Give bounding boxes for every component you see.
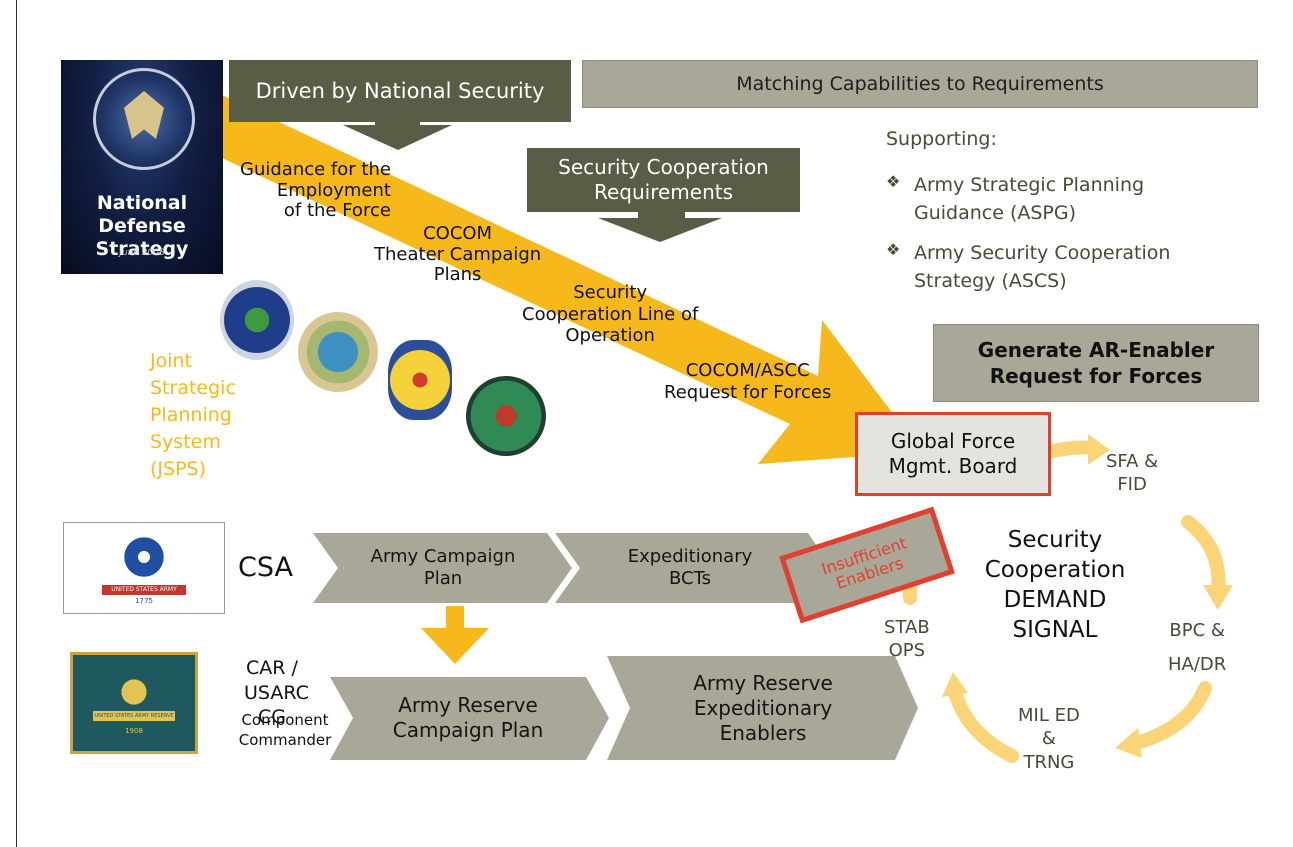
nds-cover-image: National Defense Strategy June 2008: [61, 60, 223, 274]
dod-seal-icon: [93, 68, 195, 170]
cycle-arrow-bpc-mil: [1133, 681, 1212, 749]
demand-signal-center: Security Cooperation DEMAND SIGNAL: [984, 527, 1126, 643]
reserve-year: 1908: [125, 727, 143, 735]
left-border: [16, 0, 17, 847]
ascs-text: Army Security Cooperation Strategy (ASCS…: [914, 242, 1171, 292]
cycle-arrow-sfa-bpc: [1181, 515, 1226, 597]
supporting-item: ❖ Army Security Cooperation Strategy (AS…: [886, 240, 1170, 295]
generate-ar-enabler-box: Generate AR-Enabler Request for Forces: [933, 324, 1259, 402]
cycle-head-mil: [1115, 728, 1142, 758]
diamond-bullet-icon: ❖: [886, 240, 901, 259]
expeditionary-bcts-text: Expeditionary BCTs: [627, 545, 753, 590]
supporting-item: ❖ Army Strategic Planning Guidance (ASPG…: [886, 172, 1144, 227]
reserve-banner: UNITED STATES ARMY RESERVE: [93, 711, 175, 721]
centcom-badge-icon: [466, 376, 546, 456]
secreq-down-arrow: [598, 212, 722, 242]
reserve-enablers-text: Army Reserve Expeditionary Enablers: [693, 670, 833, 745]
cycle-head-bpc: [1203, 585, 1233, 610]
matching-capabilities-box: Matching Capabilities to Requirements: [582, 60, 1258, 108]
army-campaign-chevron: [313, 533, 572, 603]
diamond-bullet-icon: ❖: [886, 172, 901, 191]
insufficient-enablers-text: Insufficient Enablers: [819, 532, 909, 593]
expeditionary-bcts-chevron: [555, 533, 832, 603]
cocom-tcp-label: COCOM Theater Campaign Plans: [374, 223, 542, 286]
army-seal-icon: [122, 533, 166, 581]
supporting-heading: Supporting:: [886, 128, 997, 150]
jsps-label: Joint Strategic Planning System (JSPS): [150, 350, 236, 480]
aspg-text: Army Strategic Planning Guidance (ASPG): [914, 174, 1145, 224]
main-flow-arrow: [190, 95, 922, 464]
eagle-icon: [124, 91, 164, 139]
car-usarc-label: CAR / USARC CG: [244, 657, 309, 729]
stab-ops-label: STAB OPS: [884, 617, 930, 662]
gef-label: Guidance for the Employment of the Force: [240, 159, 391, 222]
reserve-flag-icon: UNITED STATES ARMY RESERVE 1908: [70, 652, 198, 754]
jfcom-badge-icon: [298, 312, 378, 392]
army-year: 1775: [135, 597, 153, 605]
reserve-enablers-chevron: [607, 656, 918, 760]
cover-date: June 2008: [119, 248, 165, 258]
component-commander-label: Component Commander: [238, 711, 332, 750]
driven-down-arrow: [343, 104, 452, 150]
sfa-fid-label: SFA & FID: [1106, 451, 1159, 496]
cover-title: National Defense Strategy: [95, 192, 189, 260]
cycle-head-stab: [942, 672, 968, 697]
security-cooperation-requirements-box: Security Cooperation Requirements: [527, 148, 800, 212]
csa-label: CSA: [238, 552, 293, 583]
security-cooperation-line-label: Security Cooperation Line of Operation: [522, 282, 699, 347]
global-force-mgmt-board: Global Force Mgmt. Board: [855, 412, 1051, 496]
cycle-head-sfa: [1088, 434, 1110, 465]
cycle-arrow-gfmb-sfa: [1041, 440, 1099, 459]
army-campaign-plan-text: Army Campaign Plan: [370, 545, 516, 590]
campaign-down-arrow: [421, 606, 489, 664]
reserve-campaign-chevron: [330, 677, 609, 760]
southcom-badge-icon: [388, 340, 452, 420]
driven-by-national-security-box: Driven by National Security: [229, 60, 571, 122]
cycle-arrow-mil-stab: [949, 688, 1019, 763]
reserve-seal-icon: [117, 677, 151, 707]
bpc-hadr-label: BPC & HA/DR: [1168, 620, 1227, 676]
africom-badge-icon: [220, 280, 294, 360]
army-banner: UNITED STATES ARMY: [102, 585, 186, 595]
mil-ed-trng-label: MIL ED & TRNG: [1018, 705, 1080, 773]
army-flag-icon: UNITED STATES ARMY 1775: [63, 522, 225, 614]
request-for-forces-label: COCOM/ASCC Request for Forces: [664, 360, 832, 403]
reserve-campaign-plan-text: Army Reserve Campaign Plan: [392, 693, 544, 742]
